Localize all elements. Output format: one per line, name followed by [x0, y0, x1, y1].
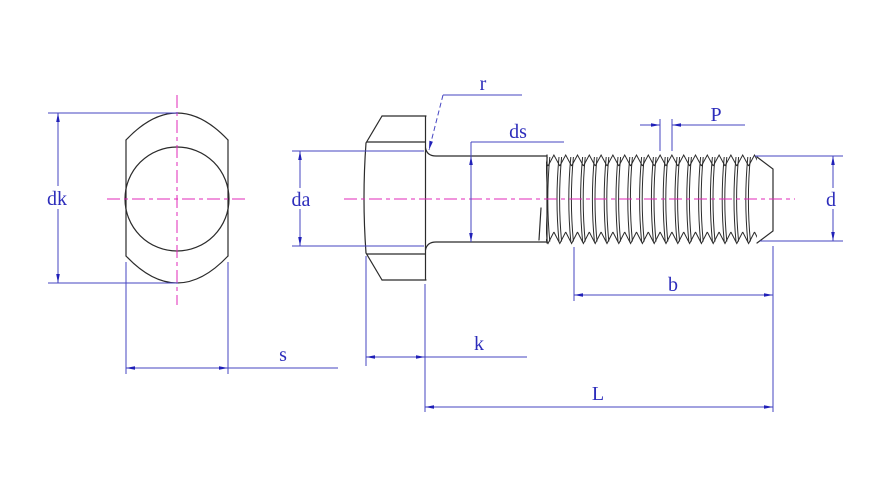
head-bottom-chamfer [365, 252, 383, 281]
dimension-L: L [425, 246, 774, 412]
dimension-ds: ds [469, 121, 564, 242]
dimension-da: da [286, 150, 424, 247]
side-view-bolt [344, 115, 795, 281]
label-r: r [480, 73, 487, 95]
head-top-chamfer [365, 115, 383, 144]
dimension-dk: dk [43, 112, 178, 284]
thread-runout-line [538, 207, 542, 241]
shank-top-line [424, 147, 548, 157]
label-d: d [826, 189, 836, 211]
label-k: k [474, 333, 484, 355]
label-da: da [292, 189, 311, 211]
dimension-P: P [640, 104, 745, 151]
label-P: P [710, 104, 721, 126]
dimension-k: k [365, 256, 527, 412]
label-dk: dk [47, 188, 67, 210]
head-left-arc [363, 142, 367, 254]
label-b: b [668, 274, 678, 296]
label-ds: ds [509, 121, 527, 143]
dimension-s: s [125, 262, 338, 374]
thread-end-chamfer [756, 156, 774, 244]
front-view-head [107, 95, 247, 305]
label-s: s [279, 344, 287, 366]
dimension-r: r [428, 73, 522, 151]
dimension-d: d [755, 155, 844, 242]
label-L: L [592, 383, 604, 405]
shank-bottom-line [424, 241, 548, 251]
dimension-b: b [573, 247, 773, 301]
